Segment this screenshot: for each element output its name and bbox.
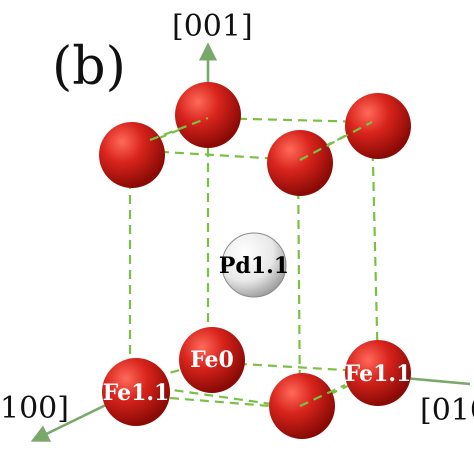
pd-atom-center (221, 232, 287, 298)
fe0-atom (179, 327, 245, 393)
y-axis-label: [010 (420, 393, 474, 428)
fe11-atom-right-label: Fe1.1 (345, 361, 412, 387)
cell-edge-bottom-right-over (299, 384, 346, 407)
fe11-atom-left (102, 358, 170, 426)
fe11-atom-right (345, 340, 411, 406)
fe-atom-top-right (345, 93, 411, 159)
cell-edge-back-right-vertical (370, 121, 380, 373)
x-axis-arrow (30, 400, 113, 442)
y-axis-line (403, 376, 471, 386)
x-axis-label: 100] (0, 391, 69, 426)
fe-atom-top-back (175, 82, 241, 148)
cell-edge-bottom-front-over (169, 396, 271, 408)
panel-label: (b) (52, 37, 126, 97)
fe11-atom-left-label: Fe1.1 (103, 380, 170, 406)
cell-edge-front-vertical (296, 159, 302, 409)
fe-atom-top-left (99, 122, 165, 188)
cell-edge-top-right-over (299, 121, 373, 161)
cell-edge-top-back (207, 116, 373, 124)
pd-atom-label: Pd1.1 (219, 253, 289, 279)
z-axis-label: [001] (172, 9, 253, 44)
cell-edge-top-left-over (149, 116, 209, 142)
fe0-atom-label: Fe0 (190, 347, 234, 373)
fe-atom-top-front (267, 130, 333, 196)
